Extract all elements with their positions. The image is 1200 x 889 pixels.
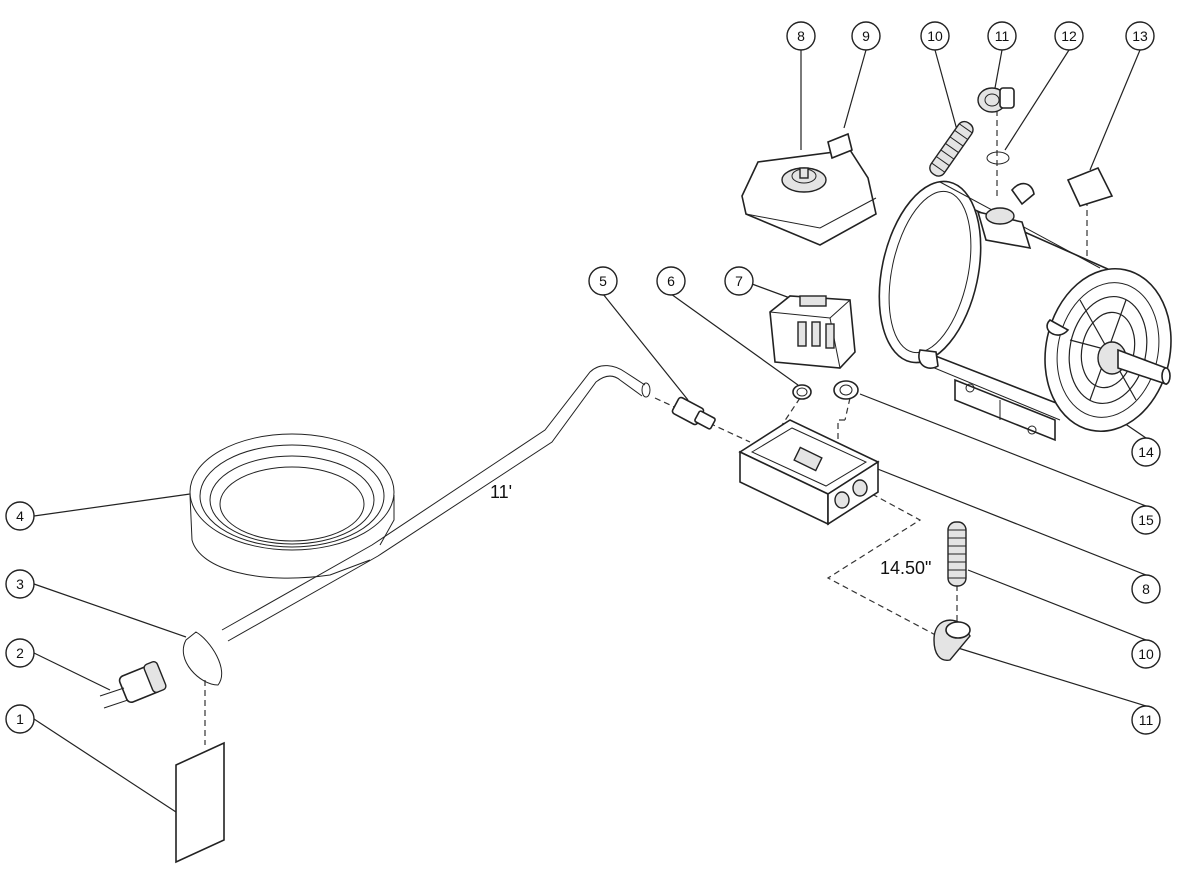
svg-text:10: 10	[1138, 646, 1154, 662]
elbow-fitting-part	[933, 619, 971, 661]
o-ring-part	[986, 151, 1010, 165]
plug-part	[99, 660, 167, 709]
locknut-large-part	[833, 380, 859, 400]
leader-lines	[33, 49, 1147, 813]
svg-text:4: 4	[16, 508, 24, 524]
svg-text:8: 8	[1142, 581, 1150, 597]
callout-7: 7	[724, 266, 754, 296]
svg-text:9: 9	[862, 28, 870, 44]
cord-length-label: 11'	[490, 482, 512, 502]
motor-part	[878, 180, 1172, 442]
callout-8-lower: 8	[1131, 574, 1161, 604]
switch-part	[769, 295, 856, 369]
conduit-fitting-part-top	[977, 87, 1015, 113]
svg-text:6: 6	[667, 273, 675, 289]
svg-text:11: 11	[1139, 712, 1154, 728]
flex-conduit-part-top	[929, 120, 974, 177]
callout-6: 6	[656, 266, 686, 296]
svg-text:14: 14	[1138, 444, 1154, 460]
svg-text:3: 3	[16, 576, 24, 592]
callout-5: 5	[588, 266, 618, 296]
callout-2: 2	[5, 638, 35, 668]
svg-text:5: 5	[599, 273, 607, 289]
callout-9: 9	[851, 21, 881, 51]
flex-conduit-part-lower	[947, 521, 967, 587]
callout-1: 1	[5, 704, 35, 734]
svg-text:1: 1	[16, 711, 24, 727]
svg-text:8: 8	[797, 28, 805, 44]
callout-4: 4	[5, 501, 35, 531]
svg-text:12: 12	[1061, 28, 1077, 44]
strain-relief-part	[671, 396, 716, 430]
box-cover-part	[741, 149, 877, 246]
callout-3: 3	[5, 569, 35, 599]
locknut-small-part	[792, 384, 812, 400]
callout-8-top: 8	[786, 21, 816, 51]
conduit-length-label: 14.50"	[880, 558, 931, 578]
junction-box-part	[738, 419, 880, 526]
small-label-part	[827, 132, 853, 160]
callout-12: 12	[1054, 21, 1084, 51]
callout-10-top: 10	[920, 21, 950, 51]
svg-text:13: 13	[1132, 28, 1148, 44]
callout-11-top: 11	[987, 21, 1017, 51]
cable-clamp-part	[183, 631, 223, 686]
callout-10-lower: 10	[1131, 639, 1161, 669]
motor-label-part	[1066, 166, 1114, 207]
svg-text:2: 2	[16, 645, 24, 661]
svg-text:11: 11	[995, 28, 1010, 44]
callout-15: 15	[1131, 505, 1161, 535]
callout-13: 13	[1125, 21, 1155, 51]
svg-text:15: 15	[1138, 512, 1154, 528]
callout-14: 14	[1131, 437, 1161, 467]
svg-text:7: 7	[735, 273, 743, 289]
callouts: 1 2 3 4 5 6 7 8 9 10 11 12 13 14 15 8 10…	[5, 21, 1161, 735]
callout-11-lower: 11	[1131, 705, 1161, 735]
svg-text:10: 10	[927, 28, 943, 44]
tag-part	[175, 741, 225, 864]
power-cord-part	[189, 365, 651, 642]
